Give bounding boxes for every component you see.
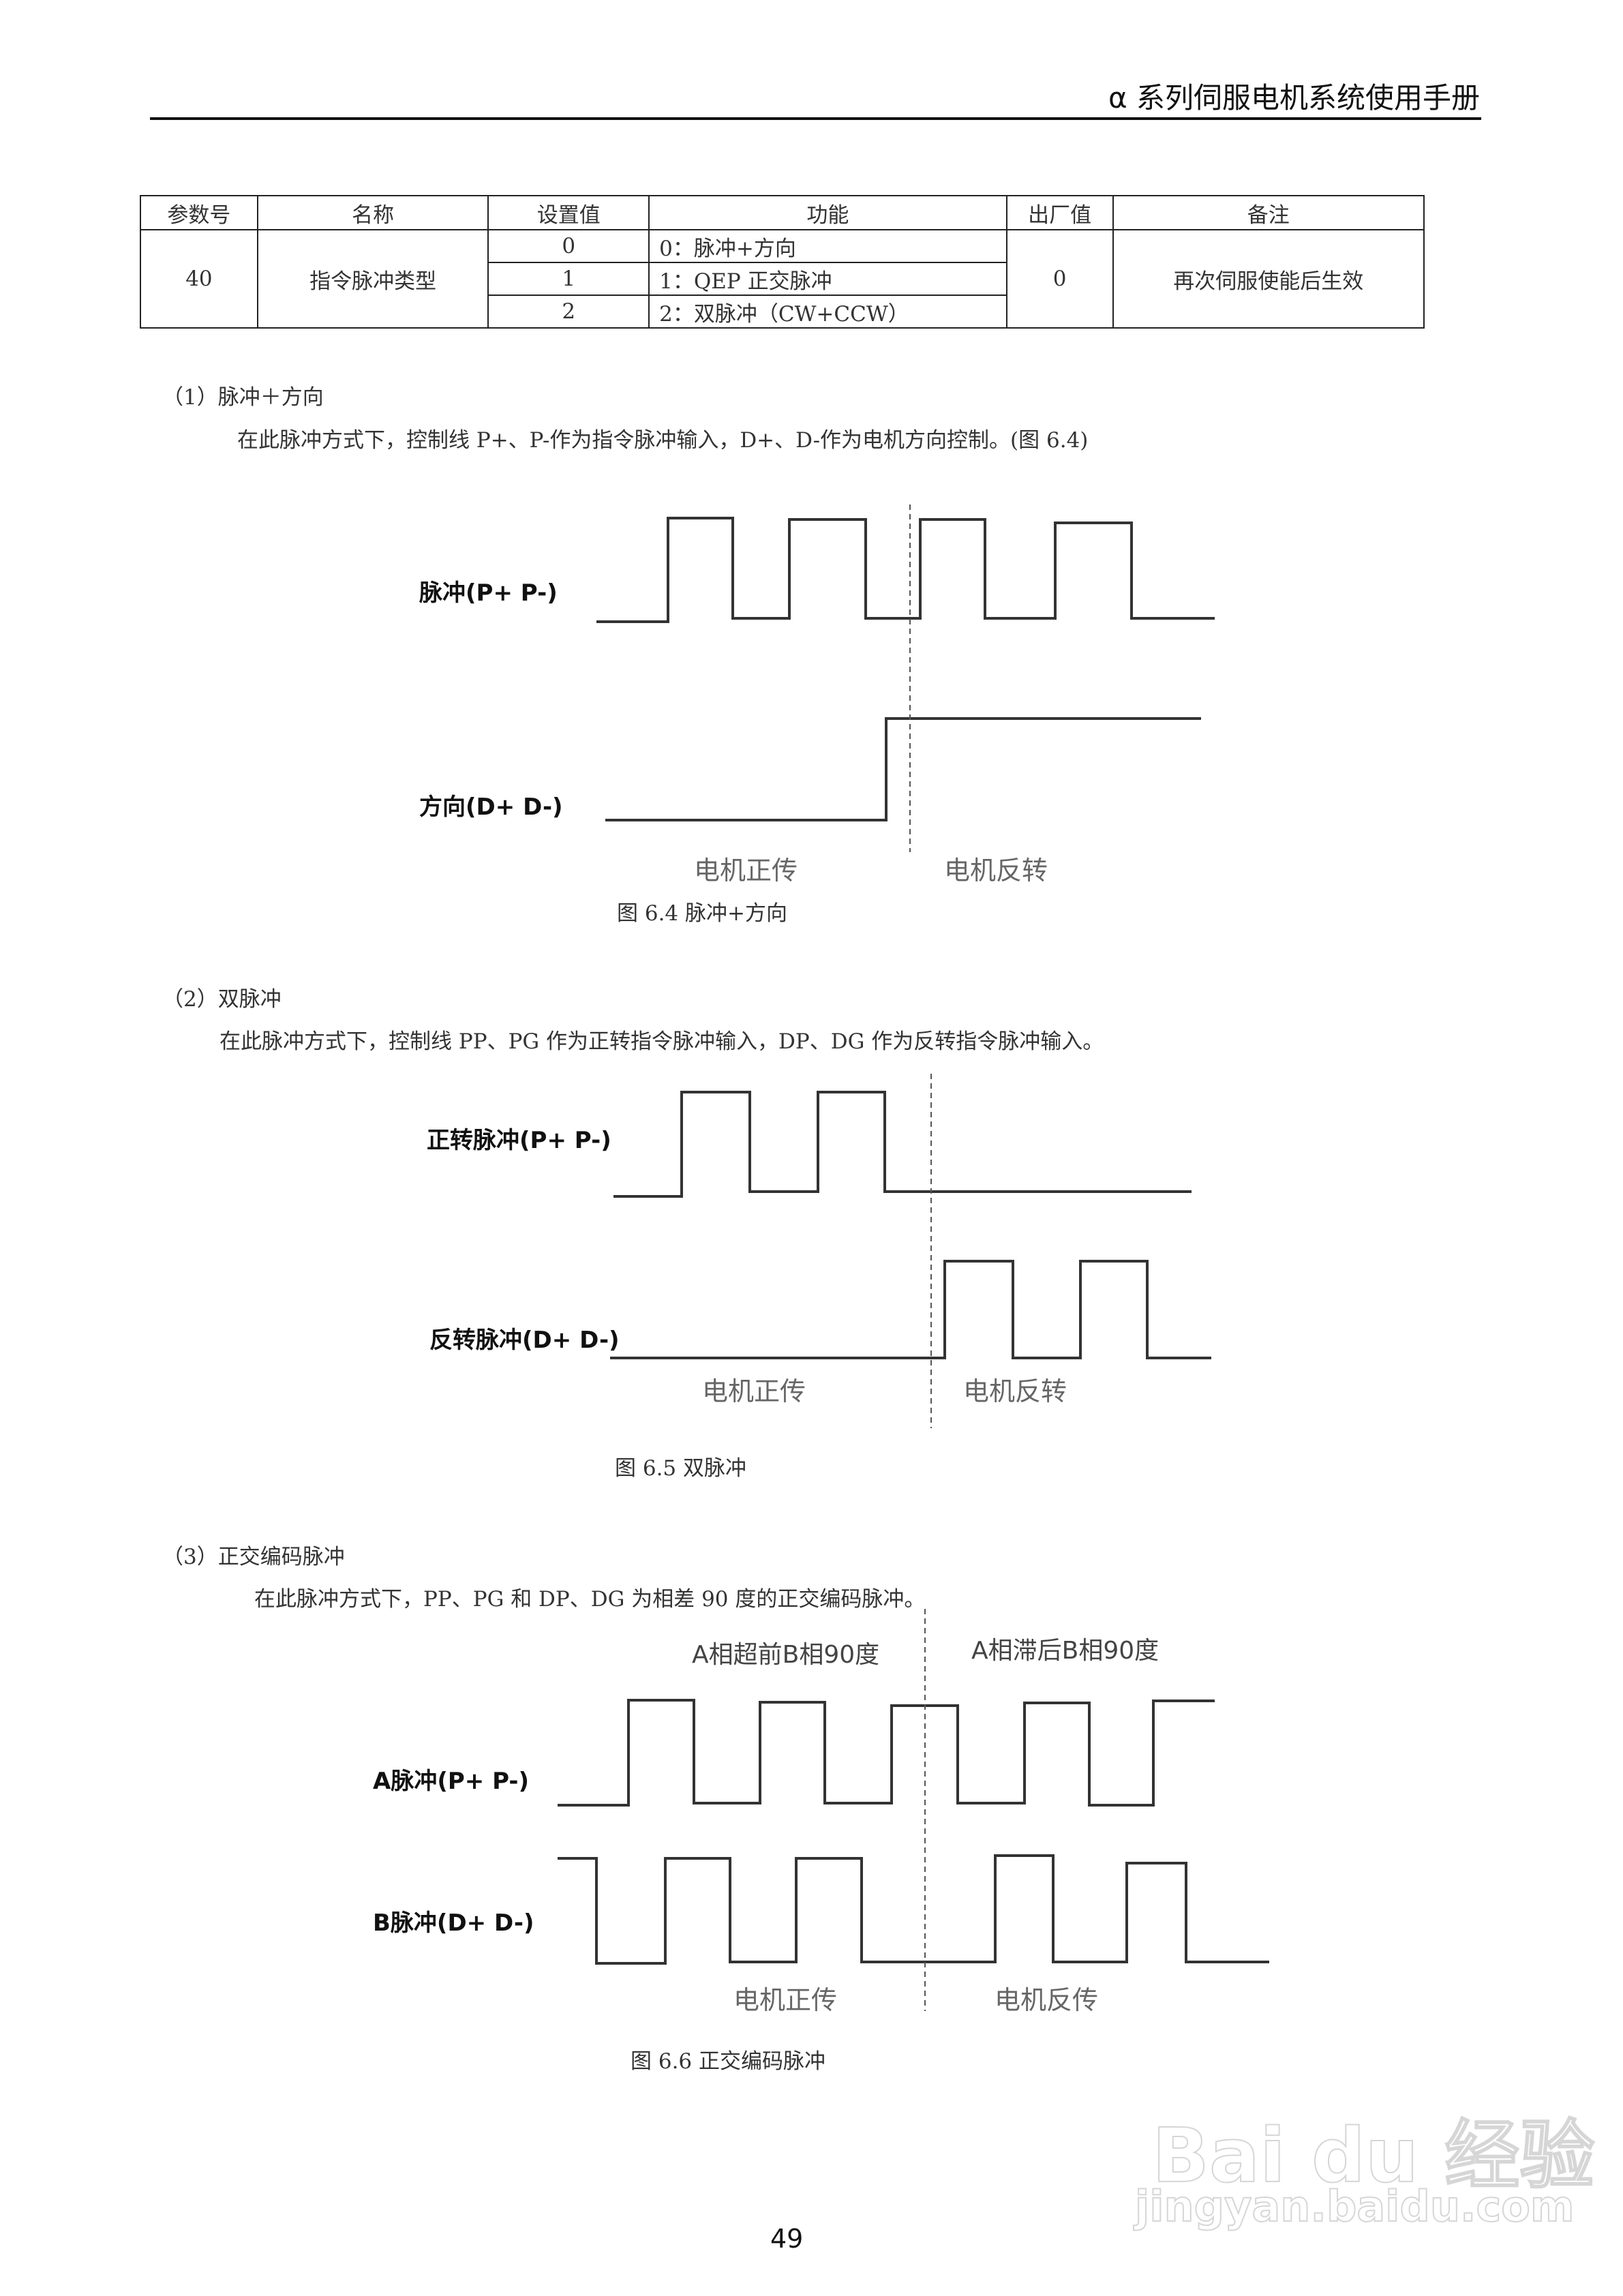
- region-label-reverse: 电机反传: [995, 1985, 1099, 2015]
- signal-label-pulse: 脉冲(P+ P-): [419, 579, 558, 607]
- region-label-reverse: 电机反转: [944, 856, 1048, 886]
- signal-label-direction: 方向(D+ D-): [419, 794, 563, 821]
- region-label-forward: 电机正传: [702, 1376, 806, 1406]
- function-cell: 2：双脉冲（CW+CCW）: [648, 294, 1007, 329]
- figure-caption: 图 6.4 脉冲+方向: [617, 901, 787, 926]
- col-header-note: 备注: [1112, 195, 1425, 230]
- function-cell: 0：脉冲+方向: [648, 229, 1007, 263]
- setting-value-cell: 0: [487, 229, 650, 263]
- param-name-cell: 指令脉冲类型: [256, 229, 489, 329]
- col-header-default: 出厂值: [1005, 195, 1114, 230]
- region-label-forward: 电机正传: [694, 856, 798, 886]
- signal-label-b-pulse: B脉冲(D+ D-): [373, 1909, 534, 1937]
- function-cell: 1：QEP 正交脉冲: [648, 262, 1007, 296]
- signal-label-reverse-pulse: 反转脉冲(D+ D-): [429, 1327, 620, 1354]
- document-header-title: α 系列伺服电机系统使用手册: [1108, 81, 1480, 115]
- quadrature-waveform: [558, 1609, 1269, 2011]
- table-header-row: 参数号 名称 设置值 功能 出厂值 备注: [140, 195, 1425, 230]
- region-label-reverse: 电机反转: [963, 1376, 1067, 1406]
- section-paragraph: 在此脉冲方式下，控制线 PP、PG 作为正转指令脉冲输入，DP、DG 作为反转指…: [219, 1029, 1104, 1054]
- page-number: 49: [770, 2224, 804, 2254]
- phase-label-a-lags-b: A相滞后B相90度: [971, 1637, 1159, 1665]
- signal-label-a-pulse: A脉冲(P+ P-): [373, 1768, 530, 1795]
- figure-caption: 图 6.5 双脉冲: [615, 1456, 747, 1481]
- table-row: 40 指令脉冲类型 0 0：脉冲+方向 0 再次伺服使能后生效: [140, 229, 1425, 329]
- parameter-table: 参数号 名称 设置值 功能 出厂值 备注 40 指令脉冲类型 0 0：脉冲+方向…: [140, 195, 1425, 329]
- default-value-cell: 0: [1005, 229, 1114, 329]
- section-paragraph: 在此脉冲方式下，PP、PG 和 DP、DG 为相差 90 度的正交编码脉冲。: [254, 1587, 926, 1612]
- pulse-direction-waveform: [596, 504, 1215, 852]
- header-rule: [150, 117, 1481, 120]
- baidu-jingyan-logo: Bai du 经验: [1151, 2111, 1595, 2200]
- table-row: 2 2：双脉冲（CW+CCW）: [140, 294, 1424, 329]
- signal-label-forward-pulse: 正转脉冲(P+ P-): [427, 1127, 611, 1154]
- col-header-param-no: 参数号: [140, 195, 258, 230]
- col-header-name: 名称: [256, 195, 489, 230]
- section-paragraph: 在此脉冲方式下，控制线 P+、P-作为指令脉冲输入，D+、D-作为电机方向控制。…: [237, 428, 1089, 453]
- region-label-forward: 电机正传: [733, 1985, 838, 2015]
- setting-value-cell: 2: [487, 294, 650, 329]
- setting-value-cell: 1: [487, 262, 650, 296]
- double-pulse-waveform: [610, 1074, 1211, 1428]
- table-row: 1 1：QEP 正交脉冲: [140, 262, 1424, 296]
- col-header-setting: 设置值: [487, 195, 650, 230]
- section-title-quadrature: （3）正交编码脉冲: [162, 1545, 345, 1569]
- param-no-cell: 40: [140, 229, 258, 329]
- section-title-pulse-direction: （1）脉冲＋方向: [162, 385, 324, 410]
- col-header-function: 功能: [648, 195, 1007, 230]
- watermark-url: jingyan.baidu.com: [1134, 2181, 1575, 2232]
- section-title-double-pulse: （2）双脉冲: [162, 987, 282, 1012]
- figure-caption: 图 6.6 正交编码脉冲: [631, 2049, 826, 2074]
- note-cell: 再次伺服使能后生效: [1112, 229, 1425, 329]
- phase-label-a-leads-b: A相超前B相90度: [692, 1641, 880, 1669]
